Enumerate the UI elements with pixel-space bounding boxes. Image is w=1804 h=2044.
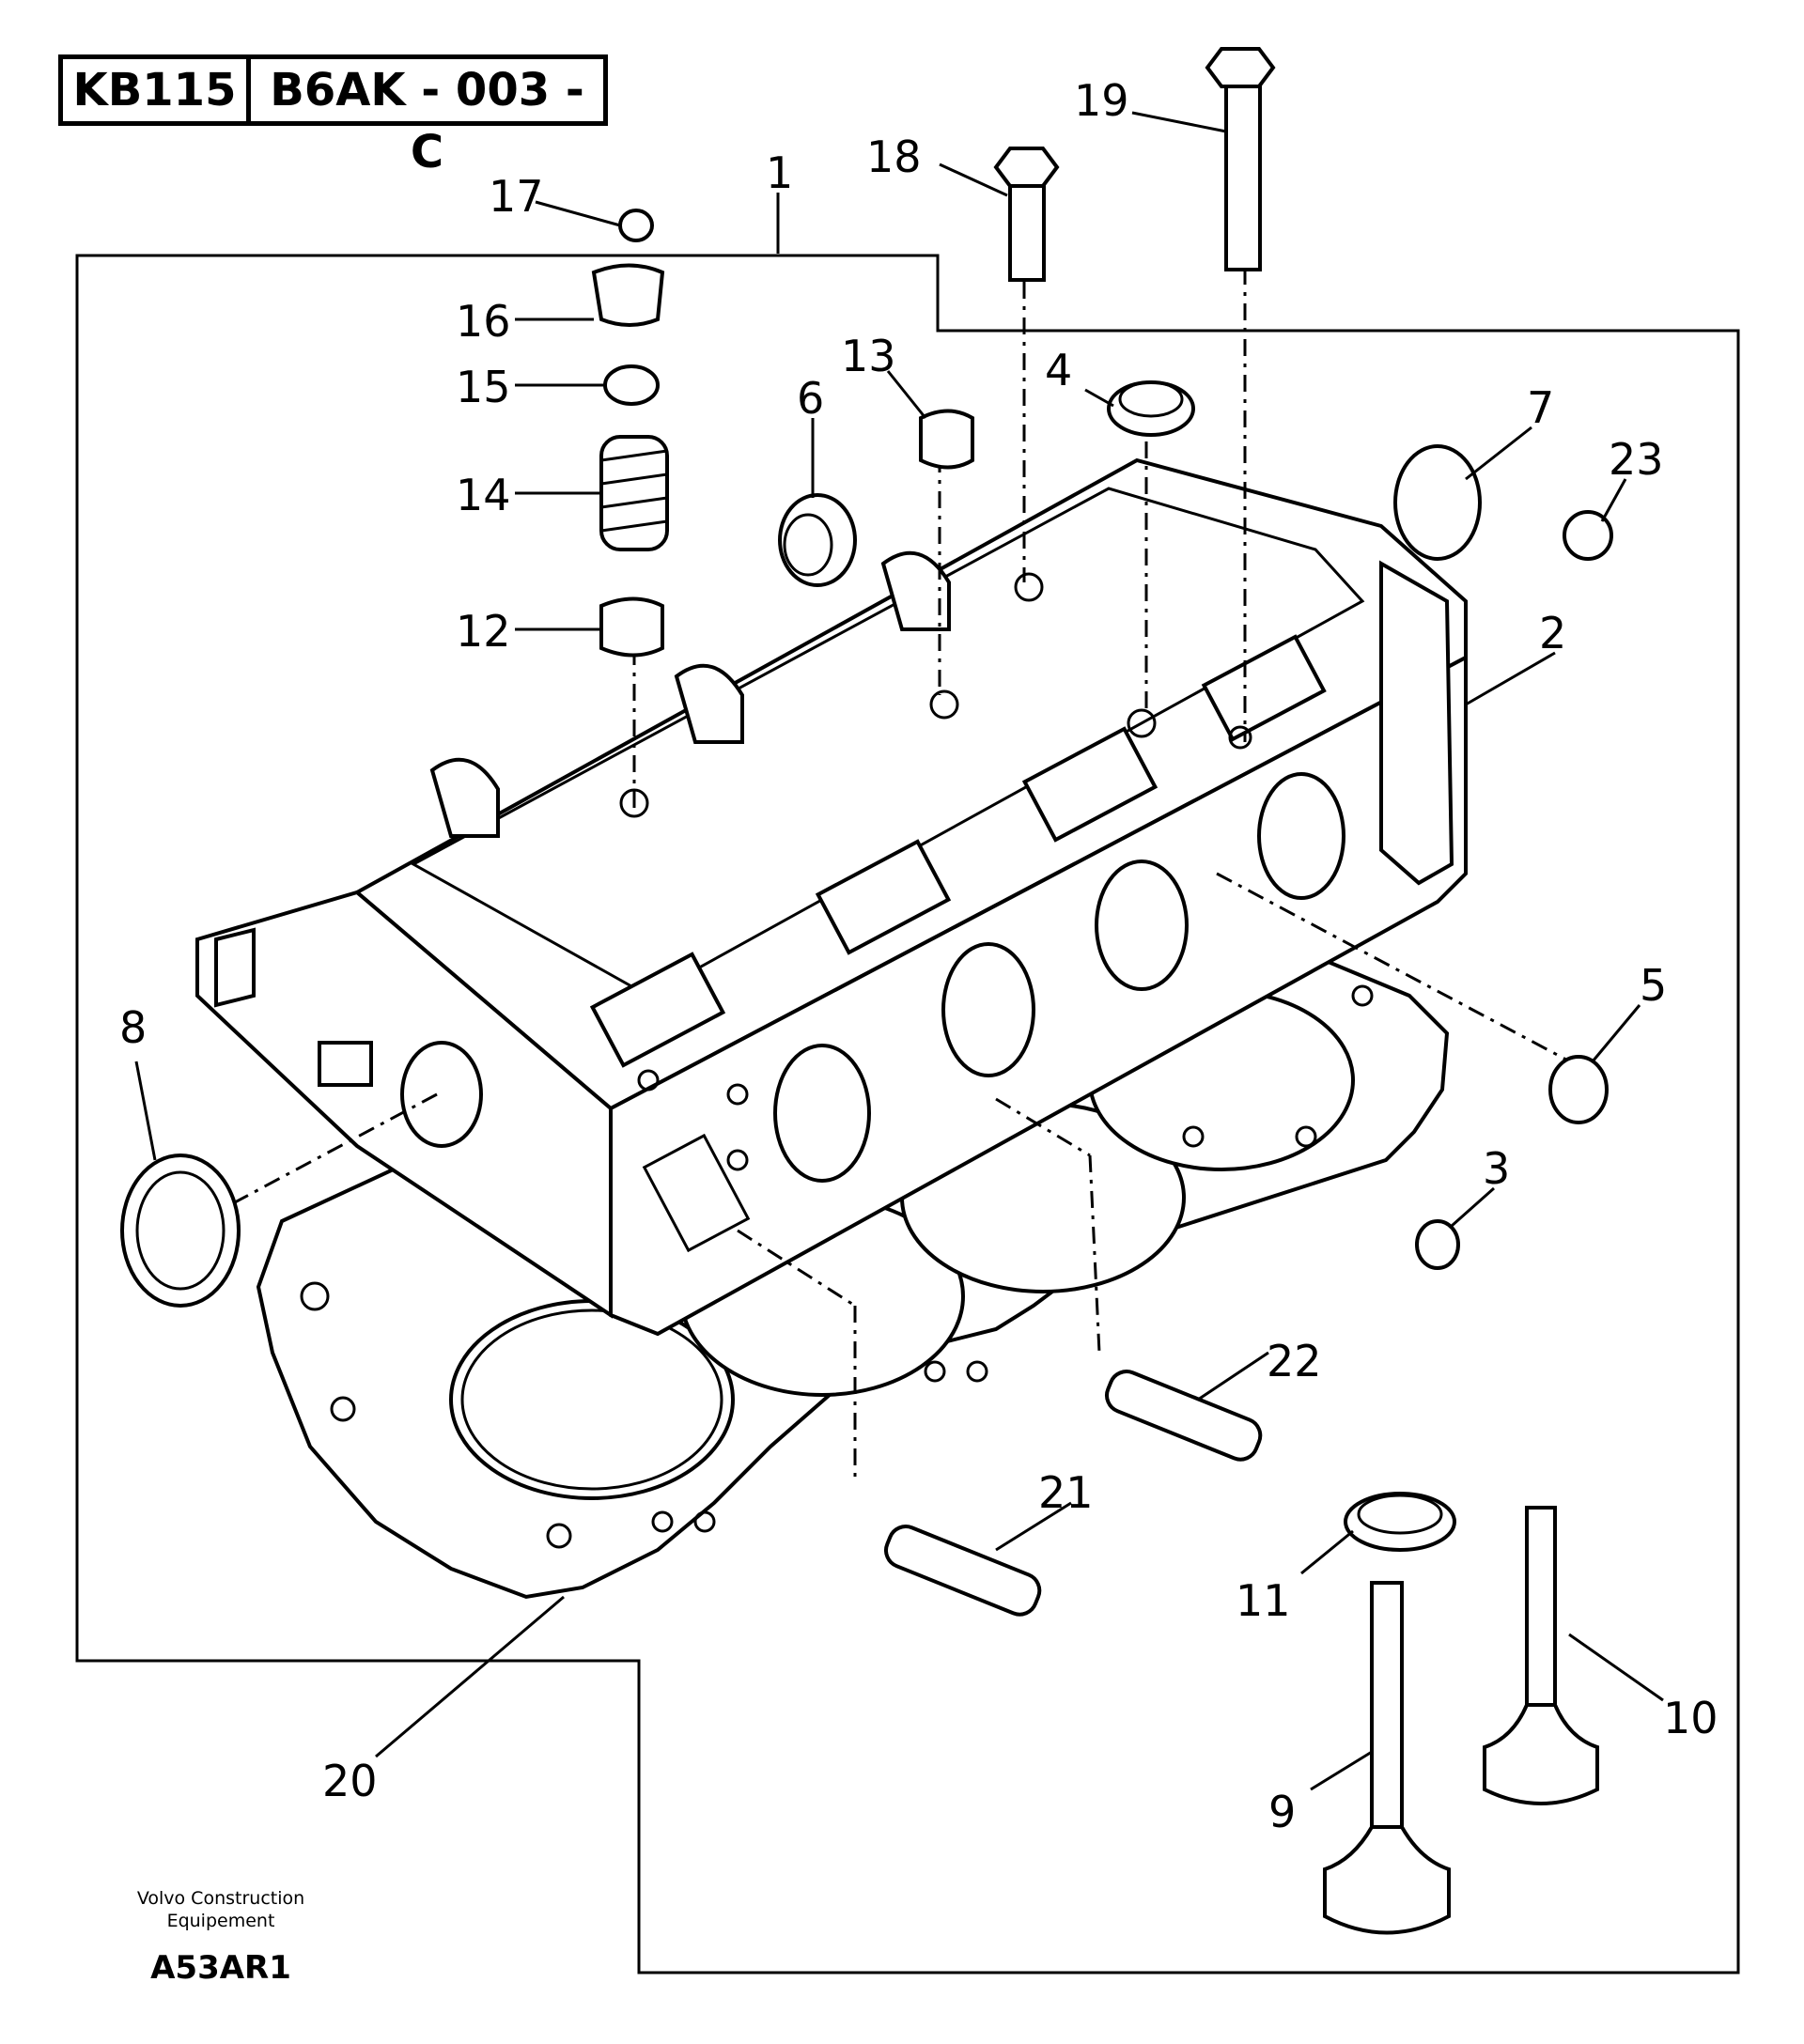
callout-11: 11	[1236, 1575, 1291, 1626]
callout-22: 22	[1267, 1336, 1322, 1386]
callout-13: 13	[841, 331, 896, 381]
callout-10: 10	[1663, 1693, 1718, 1743]
manufacturer-line-2: Equipement	[166, 1911, 275, 1931]
callout-12: 12	[456, 606, 511, 657]
callout-3: 3	[1483, 1143, 1510, 1194]
callout-18: 18	[866, 132, 922, 182]
valve-spring	[599, 435, 669, 551]
callout-4: 4	[1045, 345, 1072, 395]
callout-20: 20	[322, 1756, 378, 1806]
intake-valve	[1323, 1581, 1451, 1935]
callout-17: 17	[489, 171, 544, 222]
callout-6: 6	[797, 373, 824, 424]
callout-7: 7	[1527, 382, 1554, 433]
callout-2: 2	[1539, 608, 1566, 658]
callout-9: 9	[1268, 1787, 1296, 1837]
callout-16: 16	[456, 296, 511, 347]
cylinder-head-block	[195, 457, 1468, 1337]
leader-lines	[134, 111, 1664, 1791]
callout-21: 21	[1038, 1467, 1094, 1518]
callout-19: 19	[1074, 75, 1129, 126]
callout-8: 8	[119, 1002, 147, 1053]
figure-id: A53AR1	[150, 1949, 291, 1987]
exhaust-valve	[1483, 1506, 1599, 1805]
assembly-lines	[234, 268, 1579, 1484]
manufacturer-line-1: Volvo Construction	[136, 1888, 305, 1909]
head-gasket	[256, 946, 1450, 1600]
callout-5: 5	[1640, 960, 1667, 1011]
callout-23: 23	[1609, 434, 1664, 485]
drawing-code-box: B6AK - 003 - C	[246, 54, 608, 178]
assembly-frame	[75, 254, 1740, 1974]
model-code-box: KB115	[58, 54, 251, 126]
callout-labels: 1 2 3 4 5 6 7 8 9 10 11 12 13 14 15 16 1…	[119, 75, 1718, 1837]
callout-1: 1	[766, 147, 793, 198]
loose-parts	[120, 47, 1613, 1935]
callout-14: 14	[456, 470, 511, 520]
callout-15: 15	[456, 362, 511, 412]
